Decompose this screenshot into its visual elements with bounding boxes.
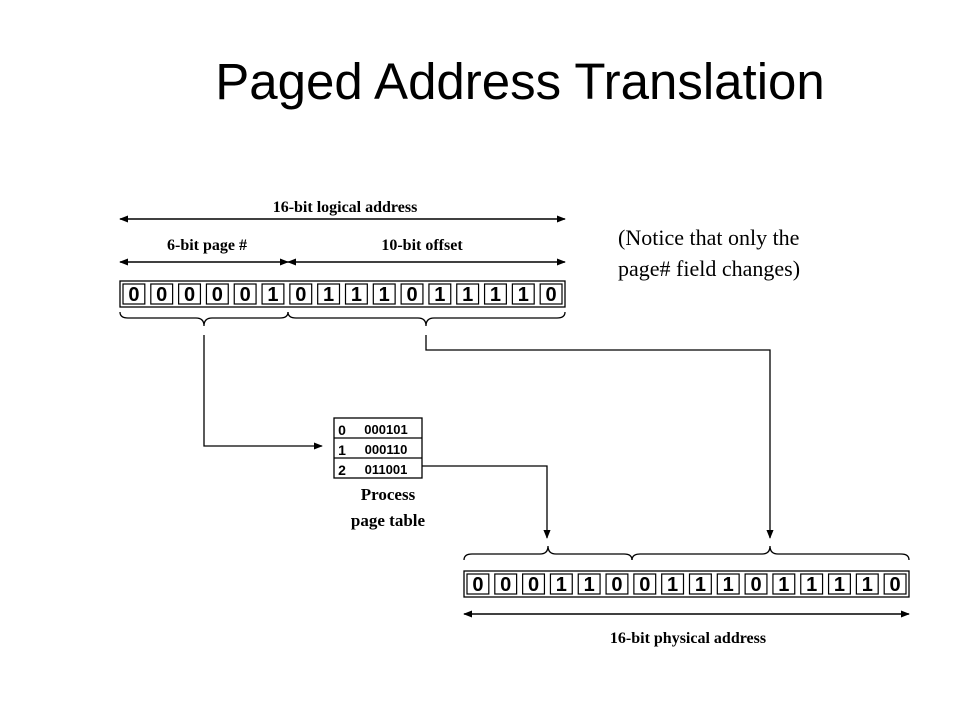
physical-bit-digit: 0 [890, 574, 901, 596]
logical-bit-cell [483, 283, 507, 305]
physical-bit-digit: 1 [584, 574, 595, 596]
logical-bit-digit: 1 [462, 284, 473, 306]
logical-bit-cell [372, 283, 396, 305]
physical-bit-cell [577, 573, 601, 595]
logical-bit-digit: 1 [267, 284, 278, 306]
logical-bit-cell [289, 283, 313, 305]
logical-bit-digit: 1 [518, 284, 529, 306]
frame-number-arrow [422, 465, 551, 539]
physical-bit-digit: 1 [667, 574, 678, 596]
logical-bit-cell [317, 283, 341, 305]
logical-bit-digit: 1 [323, 284, 334, 306]
note-line-1: (Notice that only the [618, 225, 800, 250]
physical-bit-cell [827, 573, 851, 595]
logical-bit-digit: 1 [490, 284, 501, 306]
physical-bit-cell [466, 573, 490, 595]
offset-field-label: 10-bit offset [381, 237, 463, 254]
logical-bit-digit: 0 [546, 284, 557, 306]
page-table-entry-1: 000110 [365, 442, 408, 457]
physical-bit-cell [855, 573, 879, 595]
physical-bit-digit: 1 [834, 574, 845, 596]
physical-bit-cell [633, 573, 657, 595]
logical-bit-digit: 1 [434, 284, 445, 306]
physical-offset-brace [631, 545, 910, 561]
page-table-caption-line-2: page table [351, 511, 426, 530]
logical-bit-cell [511, 283, 535, 305]
page-field-brace [119, 311, 289, 327]
physical-bit-cell [716, 573, 740, 595]
logical-bit-cell [205, 283, 229, 305]
physical-bit-digit: 1 [556, 574, 567, 596]
physical-bit-cell [605, 573, 629, 595]
logical-bit-cell [539, 283, 563, 305]
process-page-table: 0 1 2 000101 000110 011001 [333, 417, 423, 479]
logical-bit-digit: 0 [295, 284, 306, 306]
logical-bit-digit: 0 [128, 284, 139, 306]
logical-bit-digit: 0 [240, 284, 251, 306]
physical-bit-cell [772, 573, 796, 595]
logical-bit-cell [178, 283, 202, 305]
logical-bit-digit: 1 [379, 284, 390, 306]
page-table-entry-0: 000101 [364, 422, 407, 437]
offset-copy-arrow [425, 335, 774, 539]
logical-bit-digit: 0 [156, 284, 167, 306]
page-table-caption-line-1: Process [361, 485, 416, 504]
page-table-index-2: 2 [338, 462, 346, 478]
logical-bit-digit: 0 [406, 284, 417, 306]
logical-bit-cell [428, 283, 452, 305]
page-table-entry-2: 011001 [365, 462, 408, 477]
page-field-label: 6-bit page # [167, 237, 247, 254]
note-line-2: page# field changes) [618, 256, 801, 281]
logical-bit-digit: 1 [351, 284, 362, 306]
physical-bit-digit: 0 [500, 574, 511, 596]
physical-bit-digit: 1 [806, 574, 817, 596]
physical-bit-digit: 0 [472, 574, 483, 596]
logical-bit-digit: 0 [212, 284, 223, 306]
logical-bit-cell [150, 283, 174, 305]
logical-bit-cell [261, 283, 285, 305]
physical-bit-cell [661, 573, 685, 595]
logical-bit-cell [233, 283, 257, 305]
physical-bit-cell [800, 573, 824, 595]
page-table-index-0: 0 [338, 422, 346, 438]
logical-bit-cell [122, 283, 146, 305]
logical-bit-cell [456, 283, 480, 305]
physical-bit-digit: 0 [750, 574, 761, 596]
page-table-index-1: 1 [338, 442, 346, 458]
offset-field-brace [287, 311, 566, 327]
physical-bit-digit: 0 [611, 574, 622, 596]
note-text: (Notice that only the page# field change… [618, 222, 918, 284]
physical-bit-digit: 1 [778, 574, 789, 596]
physical-bit-digit: 1 [862, 574, 873, 596]
frame-field-brace [463, 545, 633, 561]
logical-bit-cell [400, 283, 424, 305]
logical-bit-digit: 0 [184, 284, 195, 306]
physical-bit-cell [549, 573, 573, 595]
physical-bit-digit: 0 [639, 574, 650, 596]
physical-bit-digit: 1 [723, 574, 734, 596]
logical-address-label: 16-bit logical address [273, 199, 418, 216]
logical-bit-cell [344, 283, 368, 305]
physical-bit-digit: 1 [695, 574, 706, 596]
physical-bit-cell [522, 573, 546, 595]
slide-title: Paged Address Translation [215, 53, 825, 110]
page-number-lookup-arrow [203, 335, 323, 450]
physical-address-label: 16-bit physical address [610, 630, 766, 647]
physical-bit-digit: 0 [528, 574, 539, 596]
physical-bit-cell [494, 573, 518, 595]
physical-bit-cell [883, 573, 907, 595]
physical-bit-cell [744, 573, 768, 595]
physical-bit-cell [688, 573, 712, 595]
